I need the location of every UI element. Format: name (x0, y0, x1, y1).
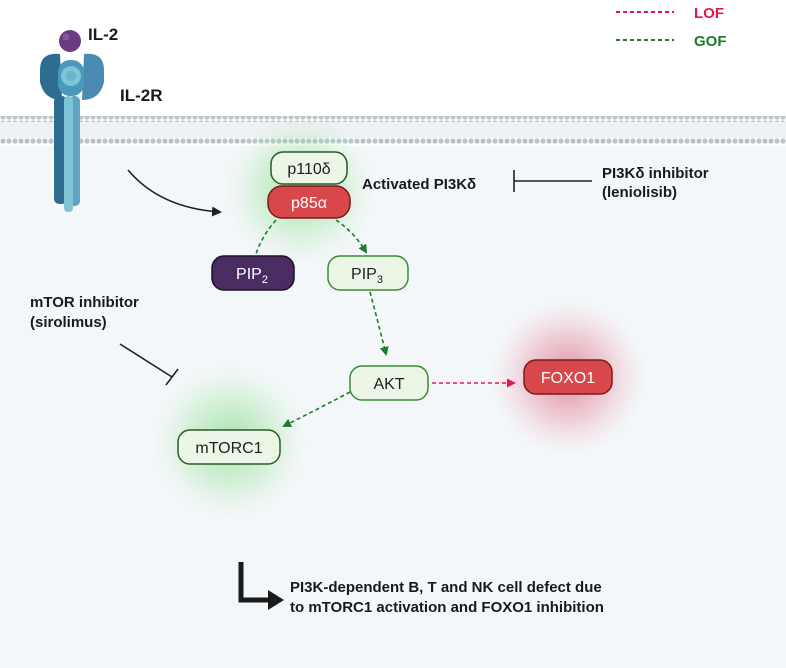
mtor-inhibitor-drug: (sirolimus) (30, 314, 107, 331)
akt-node (349, 365, 429, 401)
p110-label: p110δ (287, 161, 330, 178)
pi3k-complex: p110δ p85α (267, 151, 351, 219)
il2r-label: IL-2R (120, 86, 163, 105)
akt-label: AKT (373, 376, 404, 393)
p85-node (267, 185, 351, 219)
outcome-line-1: PI3K-dependent B, T and NK cell defect d… (290, 579, 602, 596)
receptor-to-pi3k-arrow (127, 169, 222, 217)
il2-ligand-icon (59, 30, 81, 52)
pip3-node (327, 255, 409, 291)
il2-label: IL-2 (88, 25, 118, 44)
p85-label: p85α (291, 195, 327, 212)
pip3-to-akt-arrow (369, 291, 389, 356)
p110-node (270, 151, 348, 185)
il2-receptor-complex: IL-2 IL-2R (40, 25, 163, 212)
pi3k-inhibition-line (513, 170, 592, 192)
pi3k-to-pip3-arrow (335, 219, 368, 254)
pip2-label-sub: 2 (262, 274, 268, 286)
outcome-arrow-icon (238, 562, 284, 610)
mtorc1-node (177, 429, 281, 465)
pi3k-inhibitor-name: PI3Kδ inhibitor (602, 165, 709, 182)
foxo1-node (523, 359, 613, 395)
mtorc1-label: mTORC1 (195, 440, 262, 457)
pi3k-to-pip2-arrow (255, 219, 277, 255)
pip2-label: PIP2 (236, 266, 268, 286)
il2r-receptor-icon (40, 53, 104, 212)
pip3-label-sub: 3 (377, 274, 383, 286)
legend-gof-label: GOF (694, 33, 727, 50)
legend: LOF GOF (616, 5, 727, 50)
activated-pi3k-label: Activated PI3Kδ (362, 176, 476, 193)
mtor-inhibitor-name: mTOR inhibitor (30, 294, 139, 311)
pip3-label-base: PIP (351, 266, 377, 283)
foxo1-label: FOXO1 (541, 370, 595, 387)
outcome-line-2: to mTORC1 activation and FOXO1 inhibitio… (290, 599, 604, 616)
cytoplasm-area (0, 146, 786, 668)
pip2-node (211, 255, 295, 291)
akt-to-mtorc1-arrow (282, 391, 351, 427)
pip3-label: PIP3 (351, 266, 383, 286)
mtor-inhibition-line (119, 343, 179, 386)
legend-lof-label: LOF (694, 5, 724, 22)
cell-membrane (0, 116, 786, 144)
pi3k-inhibitor-drug: (leniolisib) (602, 184, 677, 201)
pip2-label-base: PIP (236, 266, 262, 283)
